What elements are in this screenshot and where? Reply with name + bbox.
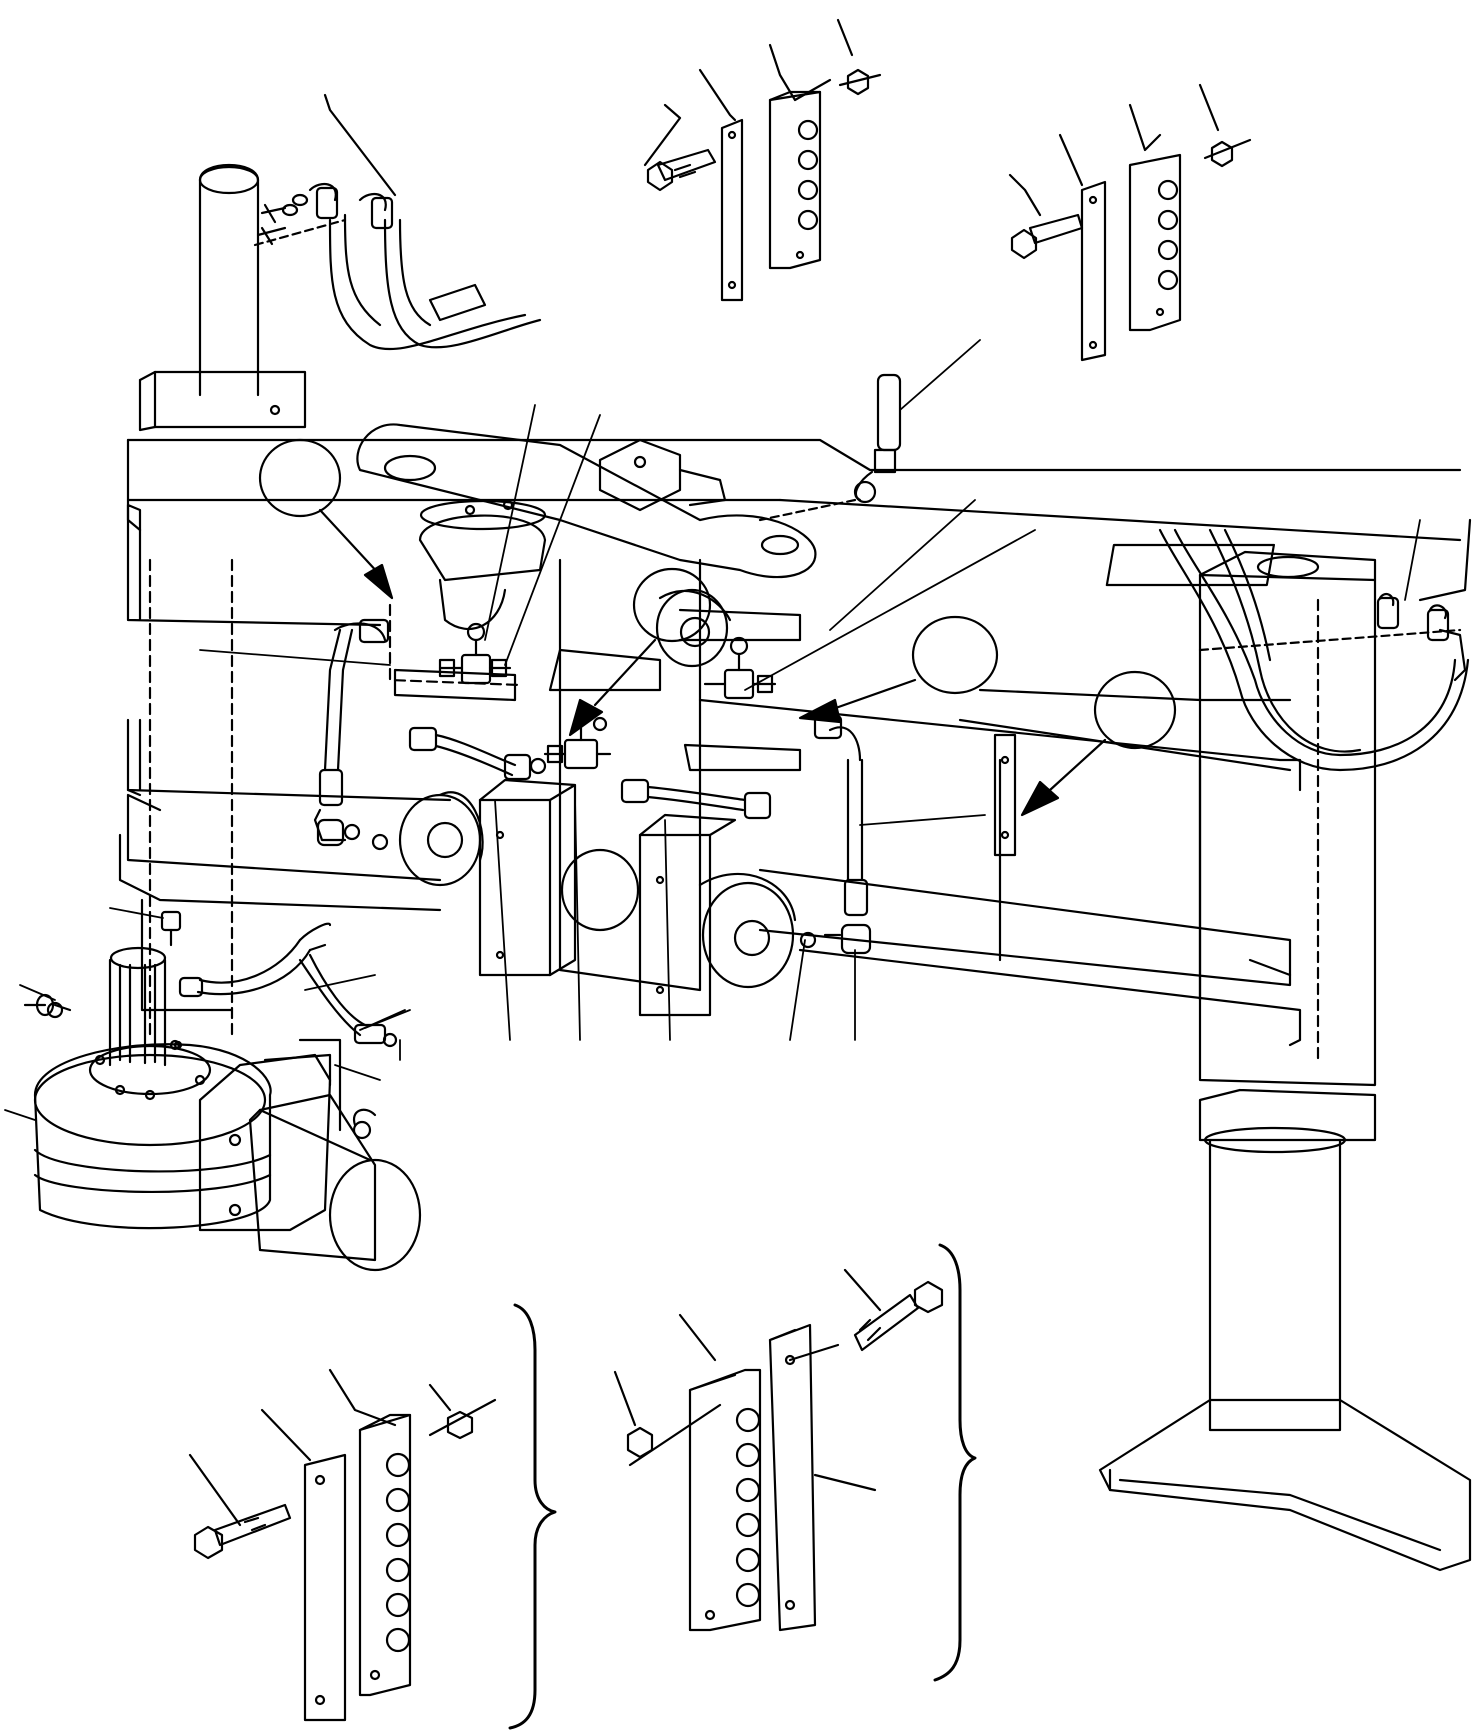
cross-beam-upper [126,438,1462,542]
gear-motor [23,910,422,1272]
motor-hoses [23,910,398,1048]
cross-beam-lower [118,758,1302,1047]
clamp-cover-plate [260,1408,347,1722]
left-hose-pair [253,93,542,351]
spline-shaft [108,946,183,1067]
clamp-bolt [788,1268,944,1362]
detail-balloon-1 [258,438,394,600]
detail-callouts [258,438,1177,857]
clamp-block [1128,103,1182,332]
clamp-nut [613,1370,722,1467]
gearbox-housing [33,1039,272,1230]
clamp-bolt [188,1453,292,1560]
tee-fitting-center [543,716,612,770]
main-frame [118,163,1472,1572]
clamp-kit-top-right [1008,83,1252,362]
vertical-hose-left [313,618,390,851]
tee-fitting-right [703,636,777,700]
roller-left [398,778,577,977]
detail-balloon-4 [1020,670,1177,817]
left-column [138,163,307,1042]
clamp-cover-plate [768,1323,877,1632]
leader-lines [4,339,1421,1121]
clamp-kit-bottom-left [188,1303,557,1730]
right-hose-pair [1158,518,1472,772]
cross-beam-middle [126,503,1302,802]
vertical-hose-right [799,714,872,955]
group-brace-left [508,1303,557,1730]
clamp-kit-top-center [643,18,882,302]
clamp-nut [428,1383,497,1440]
detail-balloon-3 [798,615,999,724]
right-column [1105,543,1377,1432]
steel-tube-left [408,726,547,781]
clamp-cover-plate [698,68,744,302]
clamp-block [328,1368,412,1697]
detail-balloon-2 [568,567,712,737]
gearbox-flange [198,1038,342,1232]
roller-right [638,813,797,1017]
pivot-assembly [356,423,817,992]
electric-motor [248,1093,422,1272]
group-brace-right [933,1243,977,1682]
steel-tube-right [620,778,772,820]
clamp-bolt [643,103,717,192]
clamp-block [768,43,832,270]
breather-hose [758,373,902,522]
rollers [398,588,797,1017]
clamp-kit-bottom-center [613,1243,977,1682]
roller-center [560,588,732,932]
floor-base-plate [1098,1398,1472,1572]
pivot-arm [356,423,817,579]
clamp-nut [1198,83,1252,168]
clamp-block [678,1313,762,1632]
clamp-nut [836,18,882,96]
pivot-cap [418,499,547,630]
clamp-bolt [1008,173,1084,260]
clamp-cover-plate [1058,133,1107,362]
